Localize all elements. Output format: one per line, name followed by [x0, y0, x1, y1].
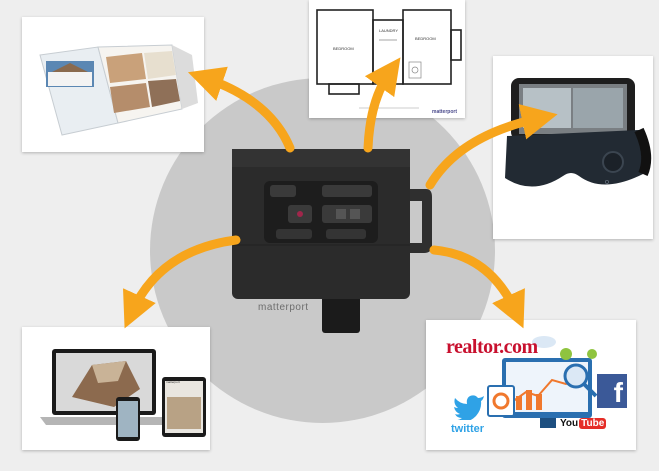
- floorplan-logo: matterport: [432, 109, 458, 115]
- tablet-brand: matterport: [166, 380, 180, 384]
- brochure-panel: [22, 17, 204, 152]
- svg-text:BEDROOM: BEDROOM: [333, 46, 354, 51]
- twitter-bird-icon: [452, 395, 484, 420]
- arrow-to-brochure: [187, 66, 295, 153]
- arrow-to-social: [429, 245, 525, 329]
- devices-panel: [22, 327, 210, 450]
- youtube-tube: Tube: [579, 418, 607, 429]
- svg-text:LAUNDRY: LAUNDRY: [379, 28, 398, 33]
- realtor-logo: realtor.com: [446, 336, 538, 358]
- youtube-you: You: [560, 418, 579, 429]
- arrow-to-vr: [425, 104, 558, 190]
- svg-text:O: O: [605, 180, 609, 186]
- devices-illustration: [40, 349, 206, 441]
- brochure-illustration: [39, 44, 198, 136]
- arrow-to-floorplan: [363, 57, 401, 153]
- matterport-camera: [232, 149, 432, 333]
- camera-brand-label: matterport: [258, 302, 309, 313]
- svg-text:BEDROOM: BEDROOM: [415, 36, 436, 41]
- arrow-to-devices: [123, 235, 241, 329]
- facebook-icon: f: [597, 374, 627, 408]
- analytics-illustration: [487, 336, 598, 428]
- twitter-label: twitter: [451, 423, 484, 435]
